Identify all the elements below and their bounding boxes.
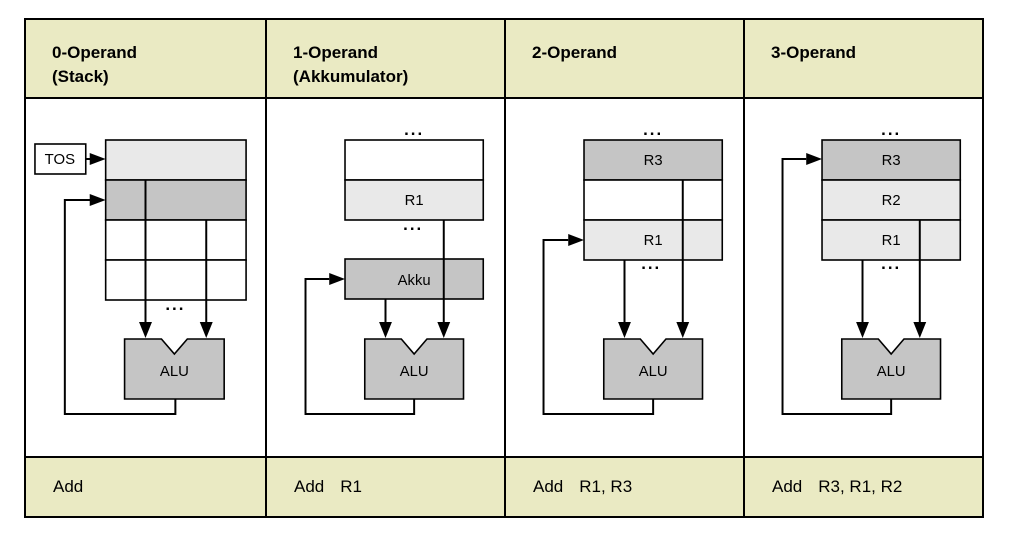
instruction-example-two-operand: Add R1, R3 [504, 456, 743, 516]
column-header-1-operand: 1-Operand (Akkumulator) [265, 20, 504, 99]
register-cell-r2 [821, 179, 962, 221]
stack-cell-3 [104, 219, 247, 261]
instruction-example-stack: Add [26, 456, 265, 516]
feedback-arrow-head-icon [568, 234, 585, 246]
two-operand-architecture-diagram: ... R3 R1 ... ALU [542, 120, 724, 415]
arrow-down-icon [139, 322, 152, 338]
register-label-r1: R1 [644, 233, 663, 249]
akku-label: Akku [398, 273, 431, 289]
alu-box [840, 338, 942, 400]
column-header-0-operand: 0-Operand (Stack) [26, 20, 265, 99]
arrow-down-icon [676, 322, 690, 338]
instruction-operands: R1, R3 [579, 477, 633, 496]
instruction-operands: R1 [340, 477, 362, 496]
feedback-arrow-head-icon [329, 273, 346, 285]
column-header-3-operand: 3-Operand [743, 20, 982, 99]
feedback-wire [542, 239, 655, 415]
feedback-wire [304, 278, 416, 415]
stack-cell-top [104, 139, 247, 181]
three-operand-architecture-diagram: ... R3 R2 R1 ... ALU [781, 120, 962, 415]
instruction-mnemonic: Add [53, 477, 84, 496]
header-title: 3-Operand [771, 43, 857, 62]
ellipsis: ... [641, 254, 661, 273]
register-cell-r1 [821, 219, 962, 261]
register-label-r3: R3 [644, 153, 663, 169]
column-header-2-operand: 2-Operand [504, 20, 743, 99]
instruction-example-three-operand: Add R3, R1, R2 [743, 456, 982, 516]
header-subtitle: (Akkumulator) [293, 67, 409, 86]
alu-label: ALU [877, 364, 906, 380]
alu-label: ALU [400, 364, 429, 380]
alu-box [363, 338, 465, 400]
ellipsis: ... [404, 120, 424, 139]
ellipsis: ... [881, 254, 901, 273]
alu-label: ALU [160, 363, 189, 380]
accumulator-diagram-cell: ... R1 ... Akku ALU [265, 99, 504, 456]
header-title: 0-Operand [52, 43, 138, 62]
tos-box [34, 143, 87, 175]
ellipsis: ... [165, 295, 185, 314]
stack-cell-4 [104, 259, 247, 301]
header-title: 2-Operand [532, 43, 618, 62]
feedback-arrow-head-icon [806, 153, 823, 165]
arrow-down-icon [379, 322, 392, 338]
two-operand-diagram-cell: ... R3 R1 ... ALU [504, 99, 743, 456]
ellipsis: ... [881, 120, 901, 139]
register-label-r1: R1 [405, 193, 424, 209]
ellipsis: ... [643, 120, 663, 139]
register-cell-r3 [583, 139, 724, 181]
feedback-wire [63, 199, 177, 415]
register-cell-empty [344, 139, 485, 181]
arrow-down-icon [199, 322, 213, 338]
header-title: 1-Operand [293, 43, 379, 62]
stack-diagram-cell: TOS ... ALU [26, 99, 265, 456]
akku-box [344, 258, 485, 300]
arrow-down-icon [437, 322, 451, 338]
alu-box [602, 338, 704, 400]
instruction-mnemonic: Add [533, 477, 564, 496]
instruction-mnemonic: Add [772, 477, 803, 496]
register-cell-r1 [583, 219, 724, 261]
register-cell-empty [583, 179, 724, 221]
ellipsis: ... [403, 215, 423, 234]
tos-label: TOS [45, 151, 75, 168]
stack-architecture-diagram: TOS ... ALU [34, 139, 247, 415]
register-label-r3: R3 [882, 153, 901, 169]
instruction-example-accumulator: Add R1 [265, 456, 504, 516]
register-cell-r3 [821, 139, 962, 181]
arrow-down-icon [856, 322, 869, 338]
stack-cell-second [104, 179, 247, 221]
feedback-arrow-head-icon [89, 194, 106, 206]
isa-comparison-table: 0-Operand (Stack) 1-Operand (Akkumulator… [24, 18, 984, 518]
instruction-mnemonic: Add [294, 477, 325, 496]
register-label-r1: R1 [882, 233, 901, 249]
alu-label: ALU [639, 364, 668, 380]
arrow-down-icon [618, 322, 631, 338]
alu-box [123, 338, 225, 400]
header-subtitle: (Stack) [52, 67, 109, 86]
instruction-operands: R3, R1, R2 [818, 477, 903, 496]
accumulator-architecture-diagram: ... R1 ... Akku ALU [304, 120, 485, 415]
register-label-r2: R2 [882, 193, 901, 209]
tos-arrow-head-icon [89, 153, 106, 165]
three-operand-diagram-cell: ... R3 R2 R1 ... ALU [743, 99, 982, 456]
feedback-wire [781, 158, 893, 415]
register-cell-r1 [344, 179, 485, 221]
arrow-down-icon [913, 322, 927, 338]
